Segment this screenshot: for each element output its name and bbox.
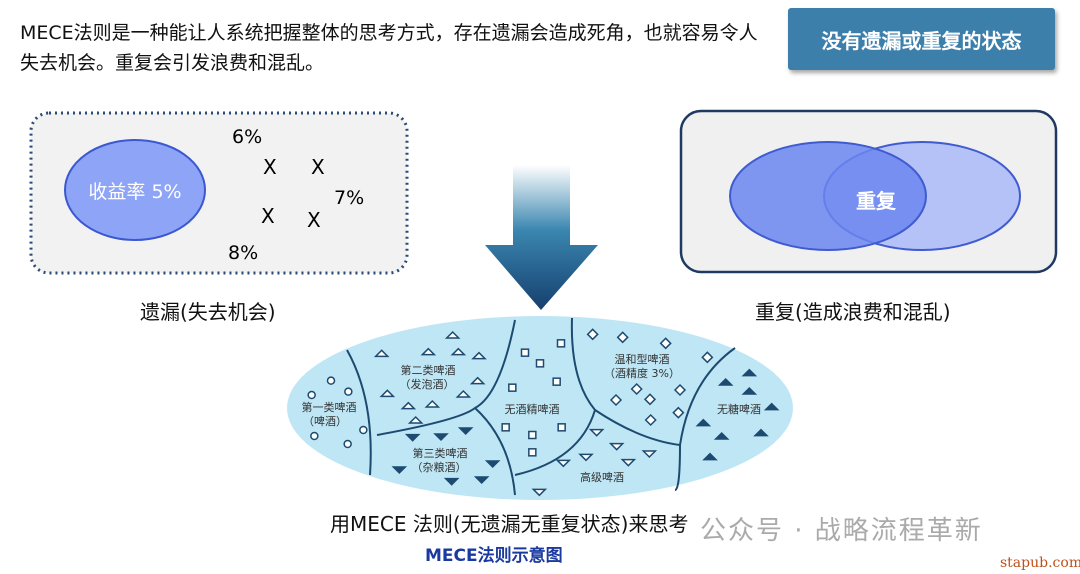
- square-marker: [552, 377, 561, 386]
- triangle-marker: [469, 376, 486, 385]
- site-watermark: stapub.com: [1000, 555, 1080, 571]
- down-triangle-marker: [457, 427, 474, 436]
- yield-ellipse: [64, 139, 206, 241]
- x-mark: X: [261, 204, 275, 228]
- triangle-marker: [420, 347, 437, 356]
- square-marker: [528, 448, 537, 457]
- segment-label: 高级啤酒: [580, 470, 624, 484]
- overlap-caption: 重复(造成浪费和混乱): [755, 300, 951, 324]
- circle-marker: [307, 390, 316, 400]
- diamond-marker: [672, 406, 685, 419]
- title-box: 没有遗漏或重复的状态: [788, 8, 1055, 70]
- bottom-caption: 用MECE 法则(无遗漏无重复状态)来思考: [330, 512, 689, 536]
- segment-label: 第三类啤酒: [413, 446, 468, 460]
- square-marker: [508, 383, 517, 392]
- triangle-marker: [373, 349, 390, 358]
- down-triangle-marker: [641, 450, 658, 459]
- filled-triangle-marker: [702, 452, 718, 461]
- diamond-marker: [616, 331, 629, 344]
- square-marker: [501, 423, 510, 432]
- down-triangle-marker: [484, 460, 501, 469]
- triangle-marker: [471, 351, 487, 360]
- triangle-marker: [455, 389, 472, 398]
- diamond-marker: [673, 383, 687, 397]
- item-8pct: 8%: [228, 242, 258, 264]
- triangle-marker: [450, 347, 467, 356]
- triangle-marker: [424, 399, 441, 408]
- down-triangle-marker: [620, 458, 637, 467]
- down-triangle-marker: [391, 466, 408, 475]
- triangle-marker: [400, 401, 417, 410]
- down-triangle-marker: [555, 459, 572, 468]
- segment-label: （杂粮酒）: [412, 460, 467, 474]
- filled-triangle-marker: [753, 428, 769, 437]
- segment-label: 第一类啤酒: [302, 400, 357, 414]
- segment-label: 无糖啤酒: [717, 402, 761, 416]
- diamond-marker: [644, 413, 657, 427]
- mece-diagram: 第一类啤酒 （啤酒） 第二类啤酒 （发泡酒） 第三类啤酒 （杂粮酒） 无酒精啤酒…: [287, 316, 793, 500]
- item-7pct: 7%: [334, 187, 364, 209]
- x-mark: X: [311, 155, 325, 179]
- triangle-marker: [444, 330, 461, 339]
- down-triangle-marker: [588, 428, 605, 437]
- circle-marker: [359, 425, 368, 435]
- watermark: 公众号 · 战略流程革新: [700, 516, 983, 546]
- down-triangle-marker: [578, 453, 594, 462]
- x-mark: X: [263, 155, 277, 179]
- square-marker: [556, 339, 566, 348]
- overlap-label: 重复: [856, 189, 897, 213]
- down-triangle-marker: [404, 433, 421, 442]
- x-mark: X: [307, 208, 321, 232]
- down-triangle-marker: [443, 477, 460, 486]
- filled-triangle-marker: [741, 386, 758, 395]
- segment-label: （酒精度 3%）: [604, 366, 680, 380]
- square-marker: [557, 423, 566, 432]
- triangle-marker: [379, 389, 396, 398]
- filled-triangle-marker: [763, 402, 780, 411]
- down-triangle-marker: [473, 476, 490, 485]
- down-triangle-marker: [531, 488, 548, 497]
- segment-label: 第二类啤酒: [401, 363, 456, 377]
- down-arrow-icon: [485, 165, 598, 310]
- circle-marker: [326, 376, 336, 385]
- diamond-marker: [659, 337, 672, 350]
- triangle-marker: [407, 415, 424, 424]
- square-marker: [528, 430, 537, 440]
- segment-label: 无酒精啤酒: [505, 402, 560, 416]
- sub-caption: MECE法则示意图: [425, 546, 563, 566]
- filled-triangle-marker: [713, 431, 730, 440]
- diamond-marker: [609, 393, 623, 407]
- circle-marker: [310, 431, 319, 441]
- set-a-ellipse: [729, 141, 927, 251]
- down-triangle-marker: [608, 442, 625, 451]
- circle-marker: [343, 439, 352, 449]
- filled-triangle-marker: [695, 418, 712, 427]
- diamond-marker: [701, 351, 714, 364]
- filled-triangle-marker: [741, 368, 758, 377]
- segment-label: （啤酒）: [303, 414, 347, 428]
- diamond-marker: [586, 328, 599, 341]
- square-marker: [535, 359, 545, 368]
- square-marker: [520, 348, 530, 357]
- filled-triangle-marker: [717, 377, 734, 386]
- intro-text: MECE法则是一种能让人系统把握整体的思考方式，存在遗漏会造成死角，也就容易令人…: [20, 22, 758, 74]
- omission-caption: 遗漏(失去机会): [140, 300, 276, 324]
- circle-marker: [344, 387, 353, 396]
- diamond-marker: [630, 382, 643, 396]
- item-6pct: 6%: [232, 126, 262, 148]
- segment-label: 温和型啤酒: [615, 352, 670, 366]
- down-triangle-marker: [433, 433, 449, 442]
- segment-label: （发泡酒）: [400, 377, 455, 391]
- diamond-marker: [643, 393, 657, 406]
- yield-label: 收益率 5%: [88, 181, 181, 203]
